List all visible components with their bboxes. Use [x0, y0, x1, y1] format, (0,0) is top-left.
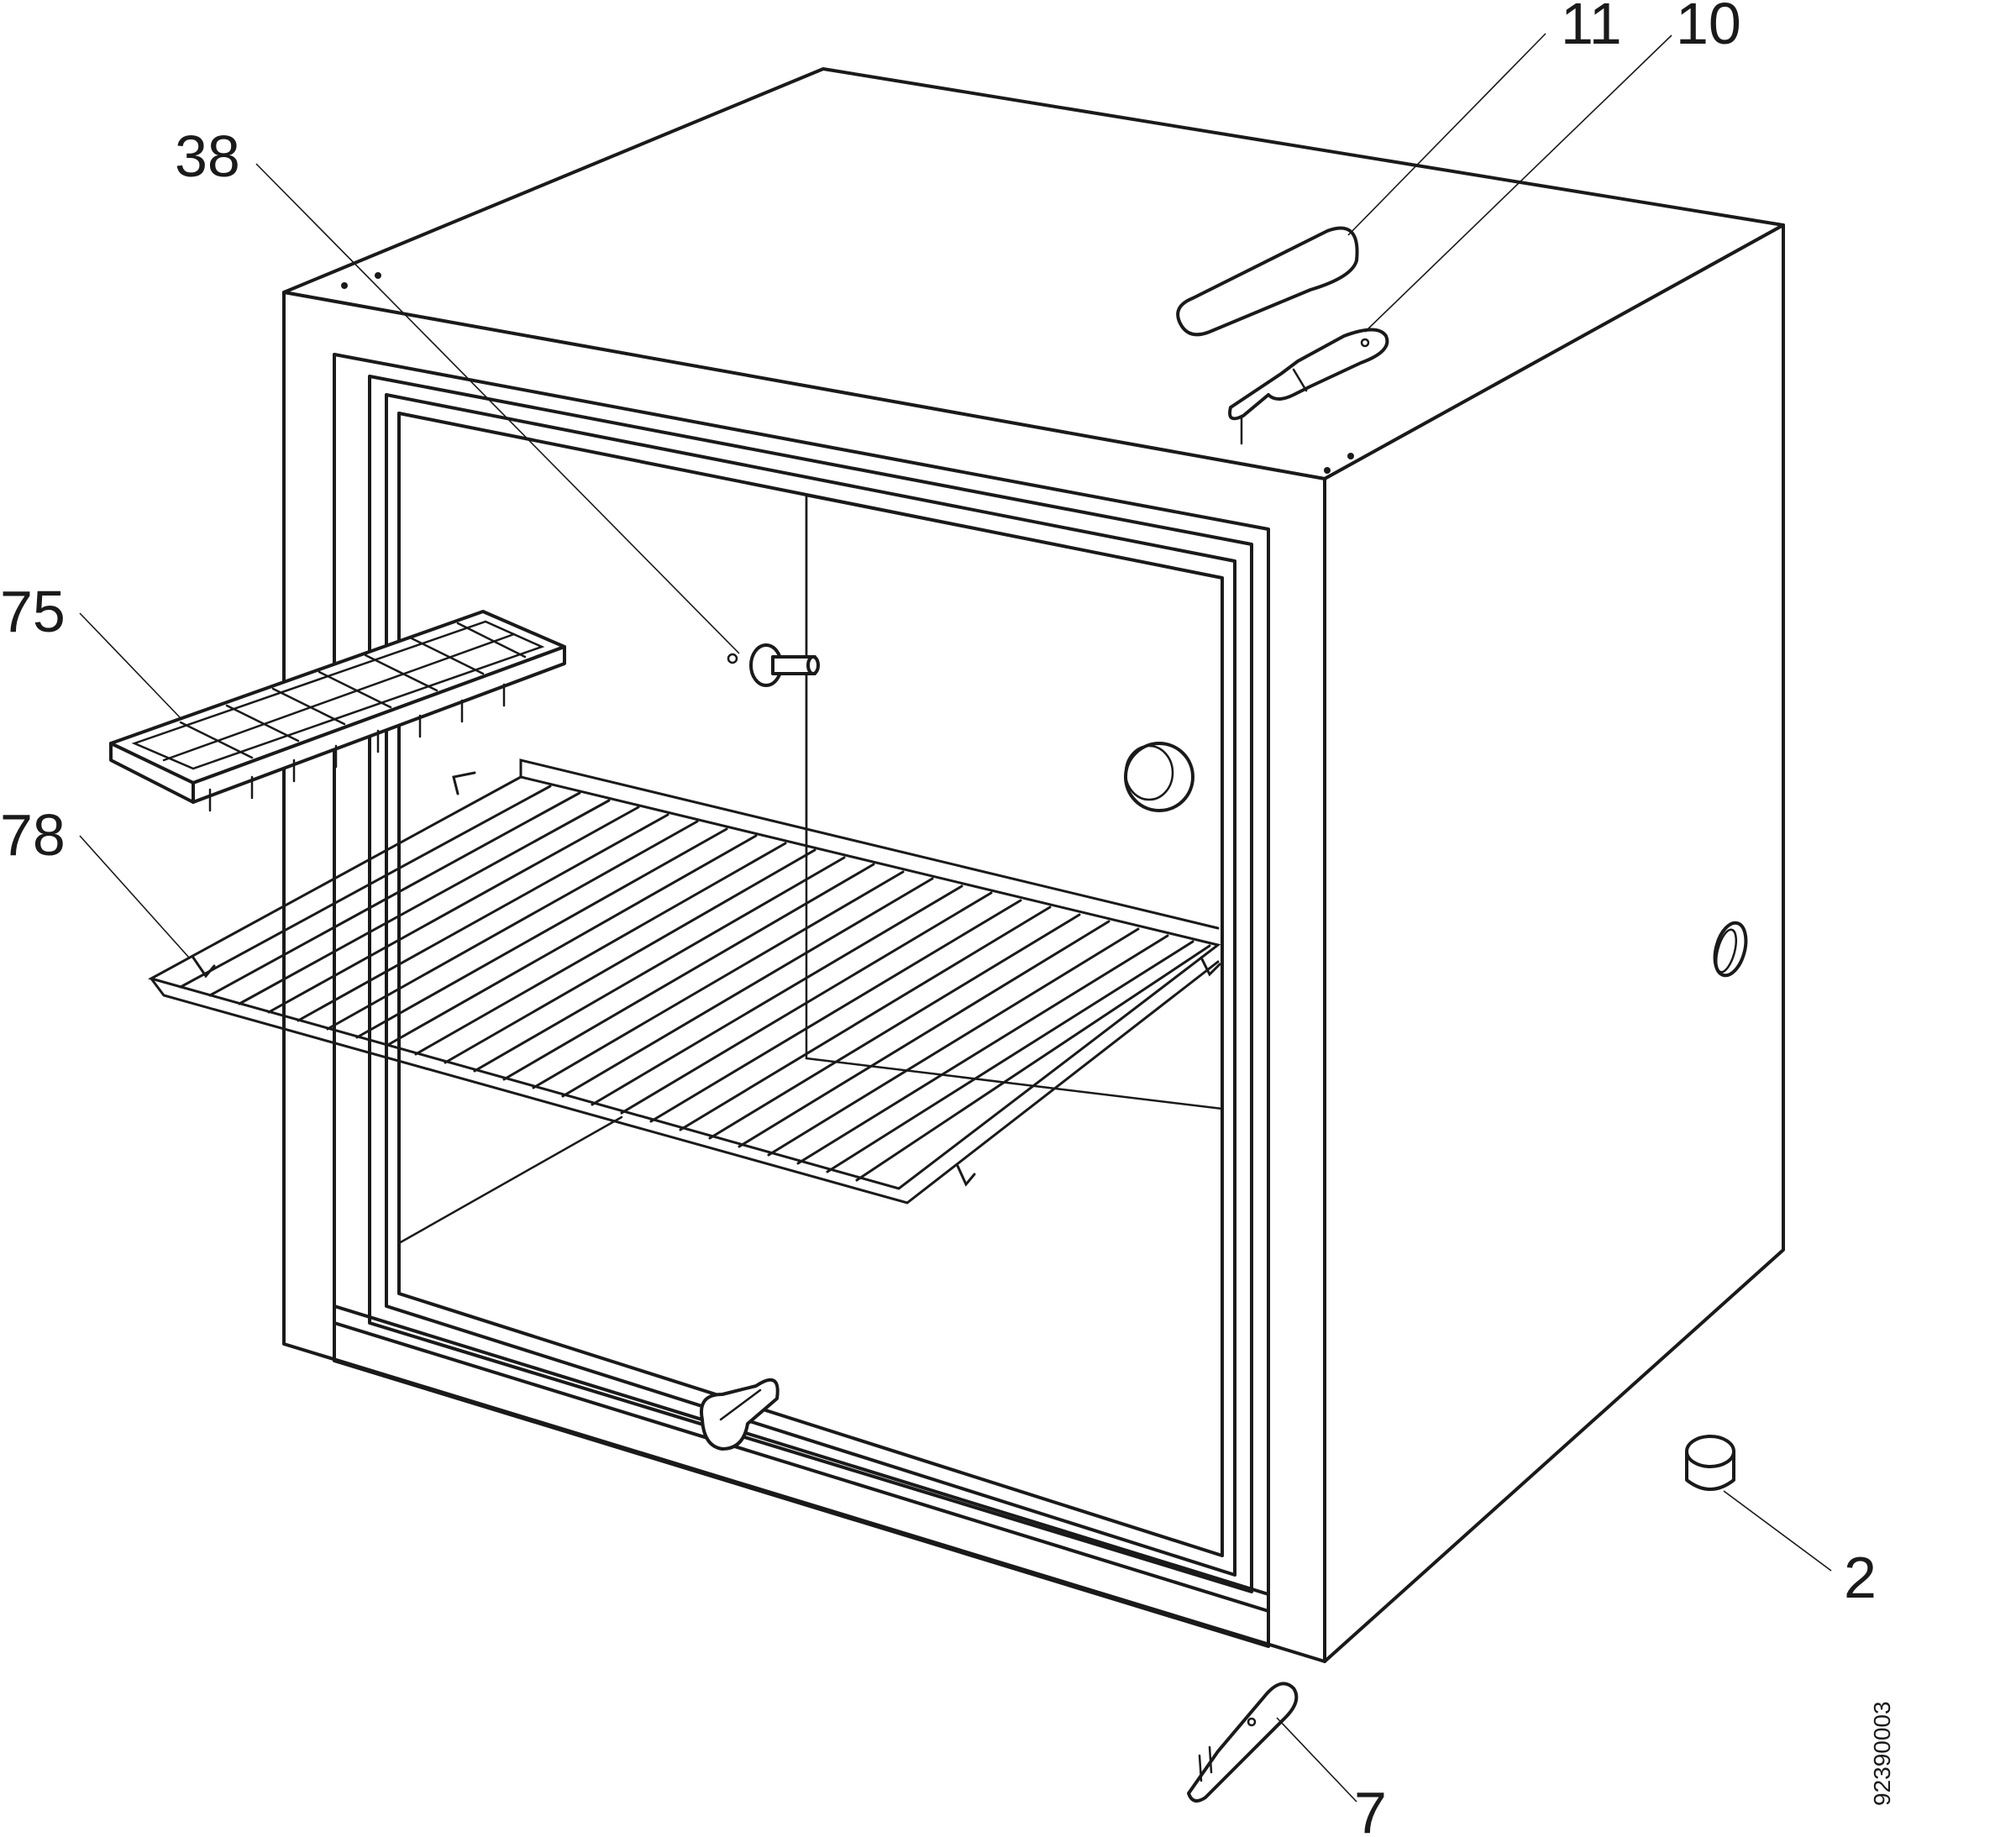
cabinet [282, 67, 1785, 1663]
label-75: 75 [0, 579, 66, 644]
leader-10 [1364, 34, 1672, 333]
part-7-hinge [1187, 1682, 1299, 1803]
door-gasket-outer [368, 375, 1253, 1593]
bottom-hinge-installed [700, 1378, 780, 1451]
leader-lines [79, 33, 1832, 1803]
side-hole-inner [1714, 928, 1738, 974]
cabinet-front-frame [282, 291, 1326, 1663]
part-78-wire-shelf [148, 758, 1221, 1205]
part-38-pin [727, 643, 820, 687]
part-labels: 11 10 38 75 78 2 7 92390003 [0, 0, 1895, 1837]
label-11: 11 [1561, 0, 1622, 56]
door-gasket-inner [385, 393, 1236, 1577]
drawing-code: 92390003 [1869, 1701, 1895, 1806]
label-78: 78 [0, 802, 66, 868]
inner-floor-edge [397, 1115, 623, 1245]
part-75-ice-tray [109, 610, 566, 812]
leader-2 [1723, 1490, 1832, 1572]
leader-7 [1276, 1717, 1357, 1803]
leader-78 [79, 835, 190, 958]
leader-11 [1347, 33, 1546, 236]
label-7: 7 [1354, 1780, 1387, 1837]
label-2: 2 [1844, 1545, 1877, 1610]
label-10: 10 [1676, 0, 1741, 56]
bottom-strip-mid [333, 1321, 1270, 1613]
part-10-hinge [1228, 328, 1389, 445]
label-38: 38 [175, 123, 240, 189]
part-11-handle [1176, 226, 1359, 337]
thermostat-knob [1124, 742, 1194, 812]
bottom-strip-top [333, 1304, 1270, 1596]
leader-75 [79, 612, 181, 719]
leader-38 [255, 163, 740, 654]
part-2-foot [1685, 1435, 1735, 1491]
inner-liner-back [805, 494, 1224, 1110]
side-hole [1713, 921, 1748, 978]
